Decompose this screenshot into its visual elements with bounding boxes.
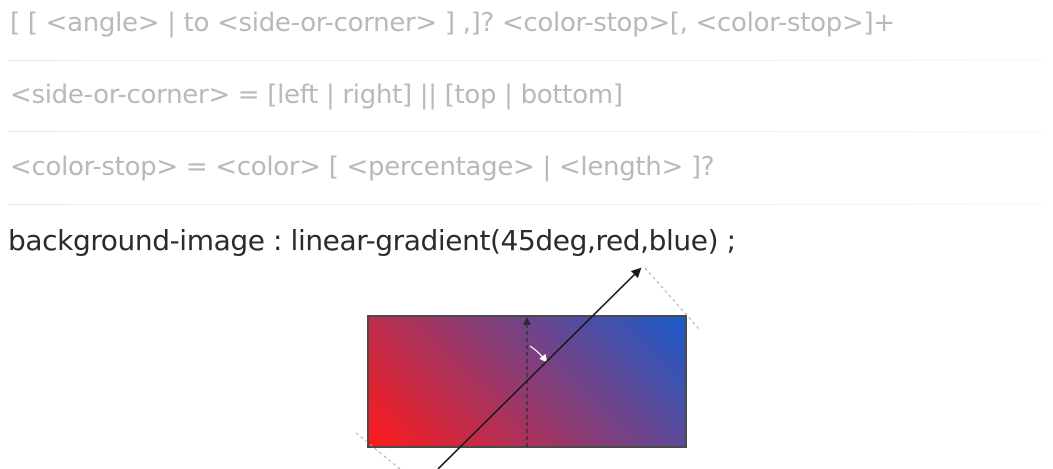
gradient-direction-arrow	[438, 269, 640, 469]
gradient-end-guide-line	[645, 268, 700, 330]
angle-rotation-arc	[530, 346, 546, 361]
gradient-start-guide-line	[356, 433, 400, 469]
